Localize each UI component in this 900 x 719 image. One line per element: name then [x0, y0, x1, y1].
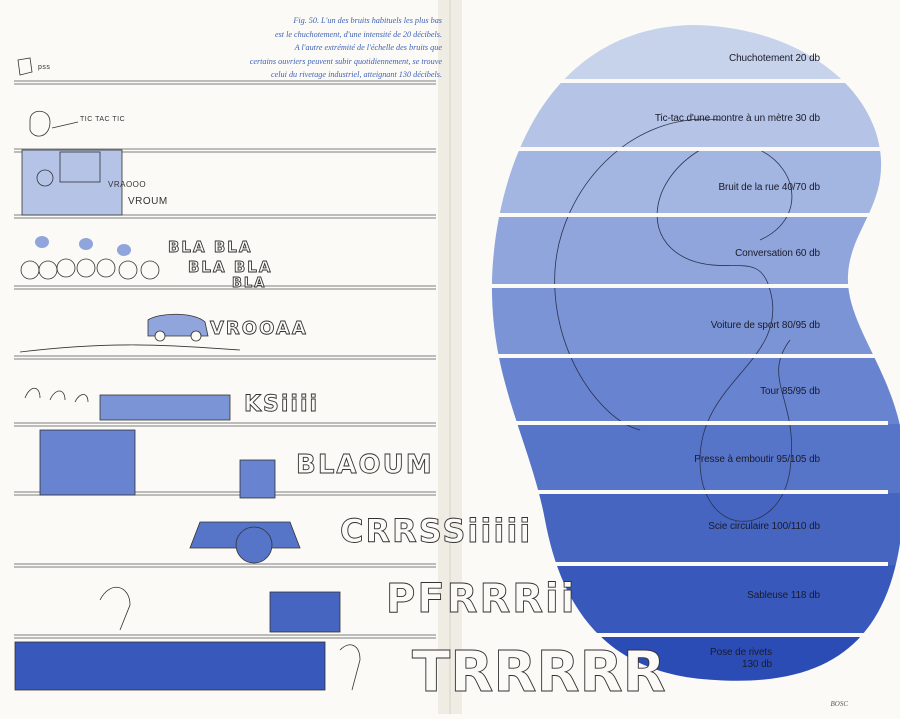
street-building — [59, 151, 101, 183]
ear-band-8 — [491, 493, 900, 565]
sound-bla-3: BLA — [232, 276, 267, 292]
level-label-sandblaster: Sableuse 118 db — [747, 590, 820, 601]
level-label-conversation: Conversation 60 db — [735, 248, 820, 259]
sound-bla-2: BLA BLA — [188, 258, 273, 277]
ear-band-5 — [491, 287, 900, 357]
conversation-heads — [20, 236, 160, 280]
ear-fold-line — [759, 149, 793, 241]
level-label-watch: Tic-tac d'une montre à un mètre 30 db — [654, 113, 820, 124]
ear-canal-line — [656, 149, 792, 522]
caption-line: A l'autre extrémité de l'échelle des bru… — [294, 43, 442, 53]
level-label-rivets: Pose de rivets 130 db — [520, 647, 772, 671]
artist-signature: BOSC — [830, 700, 849, 708]
stamping-press — [39, 429, 136, 496]
rivets-label-line1: Pose de rivets — [710, 647, 772, 658]
turned-vases — [24, 387, 89, 403]
ear-band-4 — [491, 216, 900, 287]
stamped-sheets — [239, 459, 276, 499]
sound-vraooo: VRAOOO — [108, 180, 147, 189]
level-label-sports-car: Voiture de sport 80/95 db — [710, 320, 820, 331]
row-dividers — [14, 79, 888, 639]
caption-line: celui du rivetage industriel, atteignant… — [271, 70, 442, 80]
street-scene — [21, 149, 123, 216]
sound-vroum: VROUM — [128, 196, 168, 207]
level-label-press: Presse à emboutir 95/105 db — [694, 454, 820, 465]
caption-line: est le chuchotement, d'une intensité de … — [274, 29, 442, 39]
sound-ksiii: KSiiii — [244, 392, 320, 418]
ear-band-7 — [491, 424, 900, 493]
sound-blaoum: BLAOUM — [296, 450, 434, 481]
riveter-worker — [339, 644, 361, 691]
watch-arm — [51, 121, 79, 129]
left-drawings — [14, 57, 361, 691]
sandblaster-worker — [99, 587, 131, 631]
watch-face-person — [29, 110, 51, 137]
street-wheel — [36, 169, 54, 187]
sandblaster-machine — [269, 591, 341, 633]
sound-crrs: CRRSSiiiii — [340, 512, 533, 551]
figure-caption: Fig. 50. L'un des bruits habituels les p… — [236, 14, 442, 82]
sound-vrooaa: VROOAA — [210, 318, 308, 340]
road-line — [19, 344, 241, 353]
sound-bla-1: BLA BLA — [168, 238, 253, 257]
level-label-street: Bruit de la rue 40/70 db — [718, 182, 820, 193]
ear-helix-line — [554, 118, 721, 431]
whisper-face — [17, 57, 33, 76]
ear-band-1 — [491, 25, 900, 82]
caption-line: Fig. 50. L'un des bruits habituels les p… — [293, 16, 442, 25]
ear-band-2 — [491, 82, 900, 150]
sound-pfrrr: PFRRRii — [386, 576, 577, 623]
ear-band-6 — [491, 357, 900, 424]
sound-pss: pss — [38, 64, 51, 71]
ear-band-3 — [491, 150, 900, 216]
sound-tictac: TIC TAC TIC — [80, 116, 126, 123]
level-label-lathe: Tour 85/95 db — [760, 386, 820, 397]
level-label-saw: Scie circulaire 100/110 db — [708, 521, 820, 532]
level-label-whisper: Chuchotement 20 db — [728, 53, 820, 64]
circular-saw-blade — [235, 526, 273, 564]
sports-car — [147, 313, 209, 337]
sound-trrr: TRRRRR — [412, 640, 667, 706]
rivets-label-line2: 130 db — [742, 659, 772, 670]
lathe-machine — [99, 394, 231, 421]
caption-line: certains ouvriers peuvent subir quotidie… — [249, 56, 442, 66]
riveted-hull — [14, 641, 326, 691]
